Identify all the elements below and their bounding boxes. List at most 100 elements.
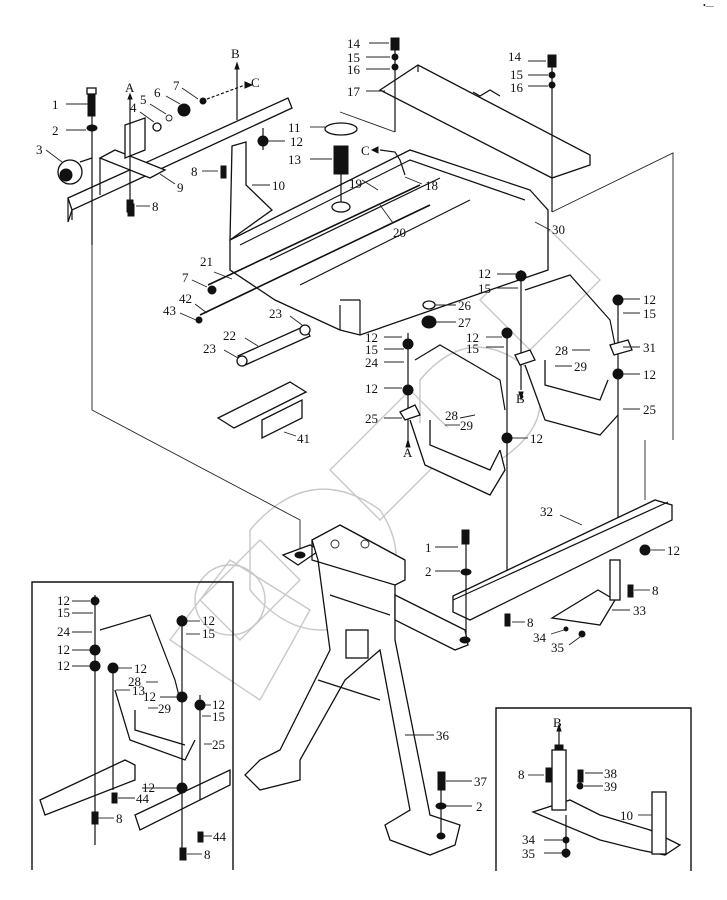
channel-bracket-41: [216, 381, 308, 440]
callout-15: 15: [365, 342, 378, 357]
callout-12: 12: [667, 543, 680, 558]
inset-left-callouts: 12 15 24 12 12 12 28 13 12 29 12 15 12 1…: [57, 593, 227, 862]
callout-29: 29: [460, 418, 473, 433]
callout-7: 7: [173, 78, 180, 93]
callouts: 1 2 3 4 5 6 7 8 8 9 10 11 12 13 14 15 16: [36, 36, 680, 814]
callout-31: 31: [643, 340, 656, 355]
callout-8: 8: [191, 164, 198, 179]
callout-15: 15: [466, 341, 479, 356]
callout-18: 18: [425, 178, 438, 193]
callout-12: 12: [478, 266, 491, 281]
frame-guide-lines: [91, 245, 646, 555]
callout-2: 2: [52, 123, 59, 138]
callout-21: 21: [200, 254, 213, 269]
callout-24: 24: [365, 355, 379, 370]
callout-37: 37: [474, 774, 488, 789]
callout-38: 38: [604, 766, 617, 781]
callout-12: 12: [142, 780, 155, 795]
heat-shield-plate: [339, 37, 674, 440]
callout-15: 15: [347, 50, 360, 65]
callout-43: 43: [163, 303, 176, 318]
ref-letter-c: C: [251, 75, 260, 90]
callout-8: 8: [152, 199, 159, 214]
main-support-frame-36: [244, 524, 471, 856]
callout-8: 8: [527, 615, 534, 630]
callout-42: 42: [179, 291, 192, 306]
callout-12: 12: [643, 292, 656, 307]
callout-3: 3: [36, 142, 43, 157]
callout-25: 25: [643, 402, 656, 417]
callout-19: 19: [349, 176, 362, 191]
callout-12: 12: [143, 689, 156, 704]
callout-2: 2: [476, 799, 483, 814]
callout-15: 15: [202, 626, 215, 641]
inset-right: [495, 707, 692, 871]
callout-12: 12: [290, 134, 303, 149]
callout-28: 28: [128, 674, 141, 689]
callout-10: 10: [620, 808, 633, 823]
fuel-tank: [195, 122, 549, 367]
callout-1: 1: [425, 540, 432, 555]
callout-12: 12: [134, 661, 147, 676]
callout-22: 22: [223, 328, 236, 343]
callout-25: 25: [212, 737, 225, 752]
callout-24: 24: [57, 624, 71, 639]
callout-8: 8: [518, 767, 525, 782]
callout-34: 34: [533, 630, 547, 645]
callout-28: 28: [555, 343, 568, 358]
callout-12: 12: [202, 613, 215, 628]
callout-8: 8: [652, 583, 659, 598]
callout-13: 13: [288, 152, 301, 167]
callout-1: 1: [52, 97, 59, 112]
callout-12: 12: [530, 431, 543, 446]
ref-letter-b: B: [553, 715, 562, 730]
ref-letter-a: A: [403, 445, 413, 460]
callout-12: 12: [466, 330, 479, 345]
callout-5: 5: [140, 92, 147, 107]
callout-35: 35: [551, 640, 564, 655]
callout-26: 26: [458, 298, 472, 313]
callout-12: 12: [57, 658, 70, 673]
cross-member-32: [452, 499, 673, 640]
callout-15: 15: [643, 306, 656, 321]
callout-15: 15: [478, 281, 491, 296]
callout-12: 12: [365, 330, 378, 345]
callout-12: 12: [643, 367, 656, 382]
ref-letter-a: A: [125, 80, 135, 95]
callout-15: 15: [212, 709, 225, 724]
callout-8: 8: [116, 811, 123, 826]
callout-30: 30: [552, 222, 565, 237]
callout-12: 12: [365, 381, 378, 396]
callout-44: 44: [213, 829, 227, 844]
callout-17: 17: [347, 84, 361, 99]
callout-39: 39: [604, 779, 617, 794]
callout-35: 35: [522, 846, 535, 861]
callout-12: 12: [57, 642, 70, 657]
inset-right-callouts: B 8 38 39 10 34 35: [518, 715, 652, 861]
callout-9: 9: [177, 180, 184, 195]
callout-29: 29: [158, 701, 171, 716]
ref-letter-b: B: [516, 391, 525, 406]
callout-14: 14: [347, 36, 361, 51]
callout-27: 27: [458, 315, 472, 330]
callout-8: 8: [204, 847, 211, 862]
callout-12: 12: [57, 593, 70, 608]
ref-letter-b: B: [231, 46, 240, 61]
callout-15: 15: [57, 605, 70, 620]
callout-23: 23: [203, 341, 216, 356]
callout-10: 10: [272, 178, 285, 193]
callout-29: 29: [574, 359, 587, 374]
callout-15: 15: [510, 67, 523, 82]
front-bracket-assembly: [57, 61, 293, 245]
callout-16: 16: [510, 80, 524, 95]
callout-20: 20: [393, 225, 406, 240]
callout-25: 25: [365, 411, 378, 426]
callout-44: 44: [136, 791, 150, 806]
callout-7: 7: [182, 270, 189, 285]
callout-23: 23: [269, 306, 282, 321]
corner-mark: •—: [703, 1, 715, 10]
callout-36: 36: [436, 728, 450, 743]
callout-32: 32: [540, 504, 553, 519]
callout-28: 28: [445, 408, 458, 423]
